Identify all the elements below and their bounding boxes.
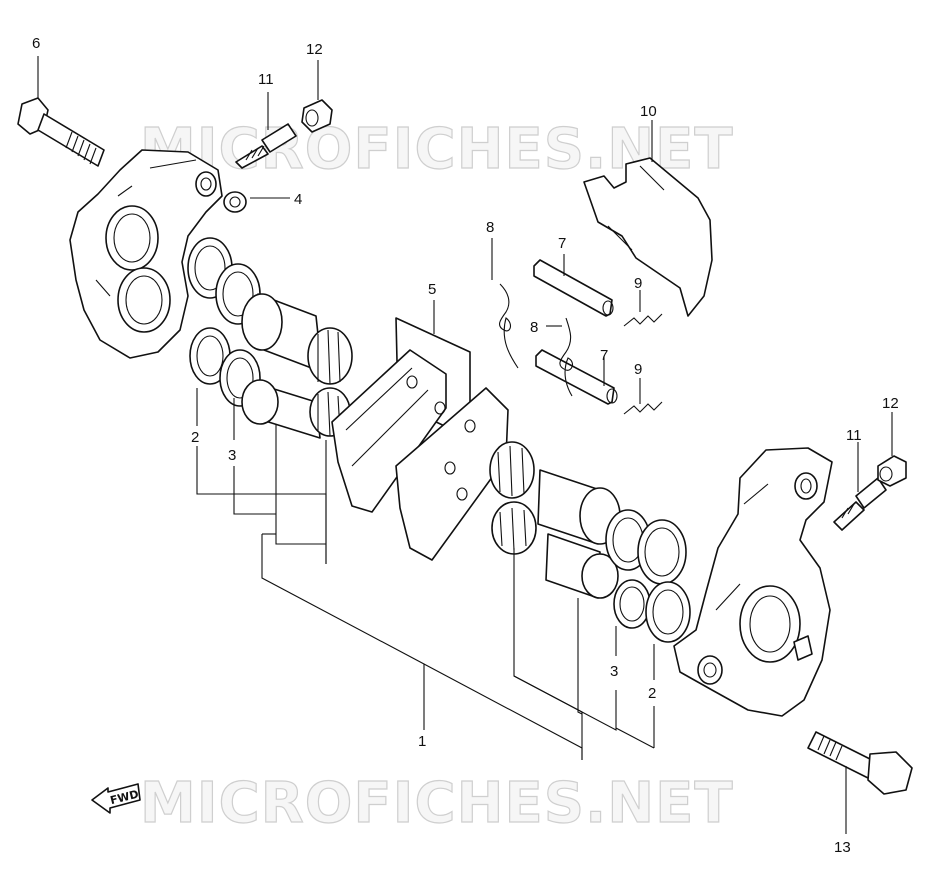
callout-10: 10 bbox=[640, 103, 657, 120]
callout-6: 6 bbox=[32, 35, 40, 52]
watermark-top: MICROFICHES.NET bbox=[140, 117, 734, 182]
callout-3-left: 3 bbox=[228, 447, 236, 464]
callout-8-top: 8 bbox=[486, 219, 494, 236]
pistons-right bbox=[489, 441, 621, 599]
callout-1: 1 bbox=[418, 733, 426, 750]
callout-11-right: 11 bbox=[846, 427, 862, 444]
callout-7-top: 7 bbox=[558, 235, 566, 252]
pad-spring-10 bbox=[583, 157, 713, 317]
fwd-arrow-icon: FWD bbox=[91, 783, 141, 814]
callout-11-left: 11 bbox=[258, 71, 274, 88]
pistons-left bbox=[241, 293, 353, 439]
spring-clip-9-bottom bbox=[623, 401, 663, 415]
brake-pad-right bbox=[395, 387, 509, 561]
watermark-bottom: MICROFICHES.NET bbox=[140, 771, 734, 836]
pad-pin-7-top bbox=[533, 259, 614, 317]
callout-numbers: 1 2 2 3 3 4 5 6 7 7 8 8 9 9 10 11 11 12 … bbox=[32, 35, 899, 856]
spring-clip-9-top bbox=[623, 313, 663, 327]
bleeder-cap-12-right bbox=[877, 455, 907, 487]
bolt-13-right bbox=[807, 731, 913, 795]
callout-12-left: 12 bbox=[306, 41, 323, 58]
washer-4 bbox=[223, 191, 247, 213]
callout-2-right: 2 bbox=[648, 685, 656, 702]
bleeder-valve-11-left bbox=[235, 123, 297, 169]
leader-lines bbox=[37, 56, 893, 834]
caliper-body-left bbox=[69, 149, 223, 359]
callout-2-left: 2 bbox=[191, 429, 199, 446]
bleeder-valve-11-right bbox=[833, 477, 887, 531]
callout-7-bottom: 7 bbox=[600, 347, 608, 364]
seals-right bbox=[605, 509, 691, 643]
caliper-body-right bbox=[673, 447, 833, 717]
callout-12-right: 12 bbox=[882, 395, 899, 412]
retaining-clip-8-bottom bbox=[559, 317, 574, 397]
pad-pin-7-bottom bbox=[535, 349, 618, 405]
retaining-clip-8-top bbox=[498, 283, 519, 369]
callout-3-right: 3 bbox=[610, 663, 618, 680]
callout-9-bottom: 9 bbox=[634, 361, 642, 378]
callout-13: 13 bbox=[834, 839, 851, 856]
bolt-6-left bbox=[17, 97, 105, 167]
callout-9-top: 9 bbox=[634, 275, 642, 292]
callout-4: 4 bbox=[294, 191, 302, 208]
bleeder-cap-12-left bbox=[301, 99, 333, 133]
callout-5: 5 bbox=[428, 281, 436, 298]
callout-8-bottom: 8 bbox=[530, 319, 538, 336]
